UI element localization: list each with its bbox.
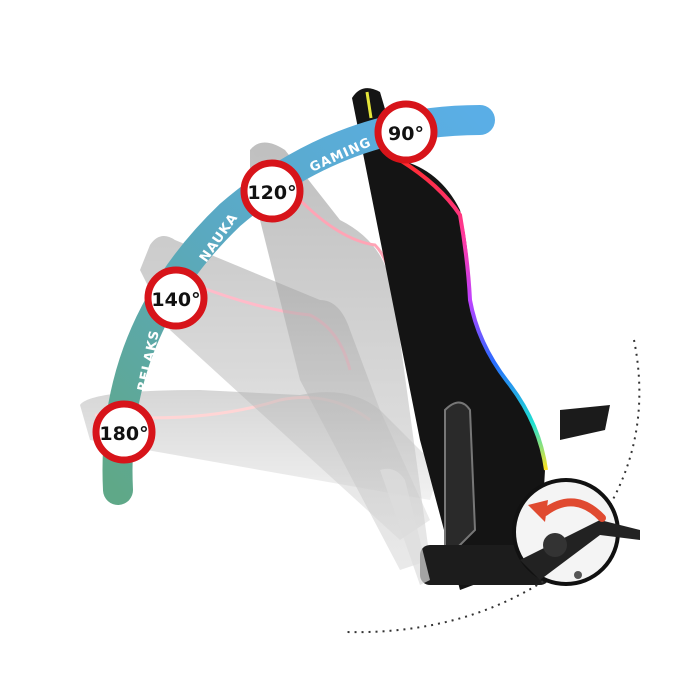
gaming-chair [352,88,610,591]
angle-badge-140: 140° [144,266,208,330]
recline-mechanism [444,401,477,563]
angle-label: 120° [247,182,296,204]
angle-label: 140° [151,289,200,311]
recline-lever-closeup [512,478,640,586]
angle-badge-90: 90° [374,100,438,164]
angle-badge-180: 180° [92,400,156,464]
angle-label: 180° [99,423,148,445]
headrest-light-strip [365,91,373,119]
recline-lever-rotation-arrow-icon [528,498,606,522]
angle-label: 90° [388,123,424,145]
armrest [560,405,610,440]
angle-badge-120: 120° [240,159,304,223]
